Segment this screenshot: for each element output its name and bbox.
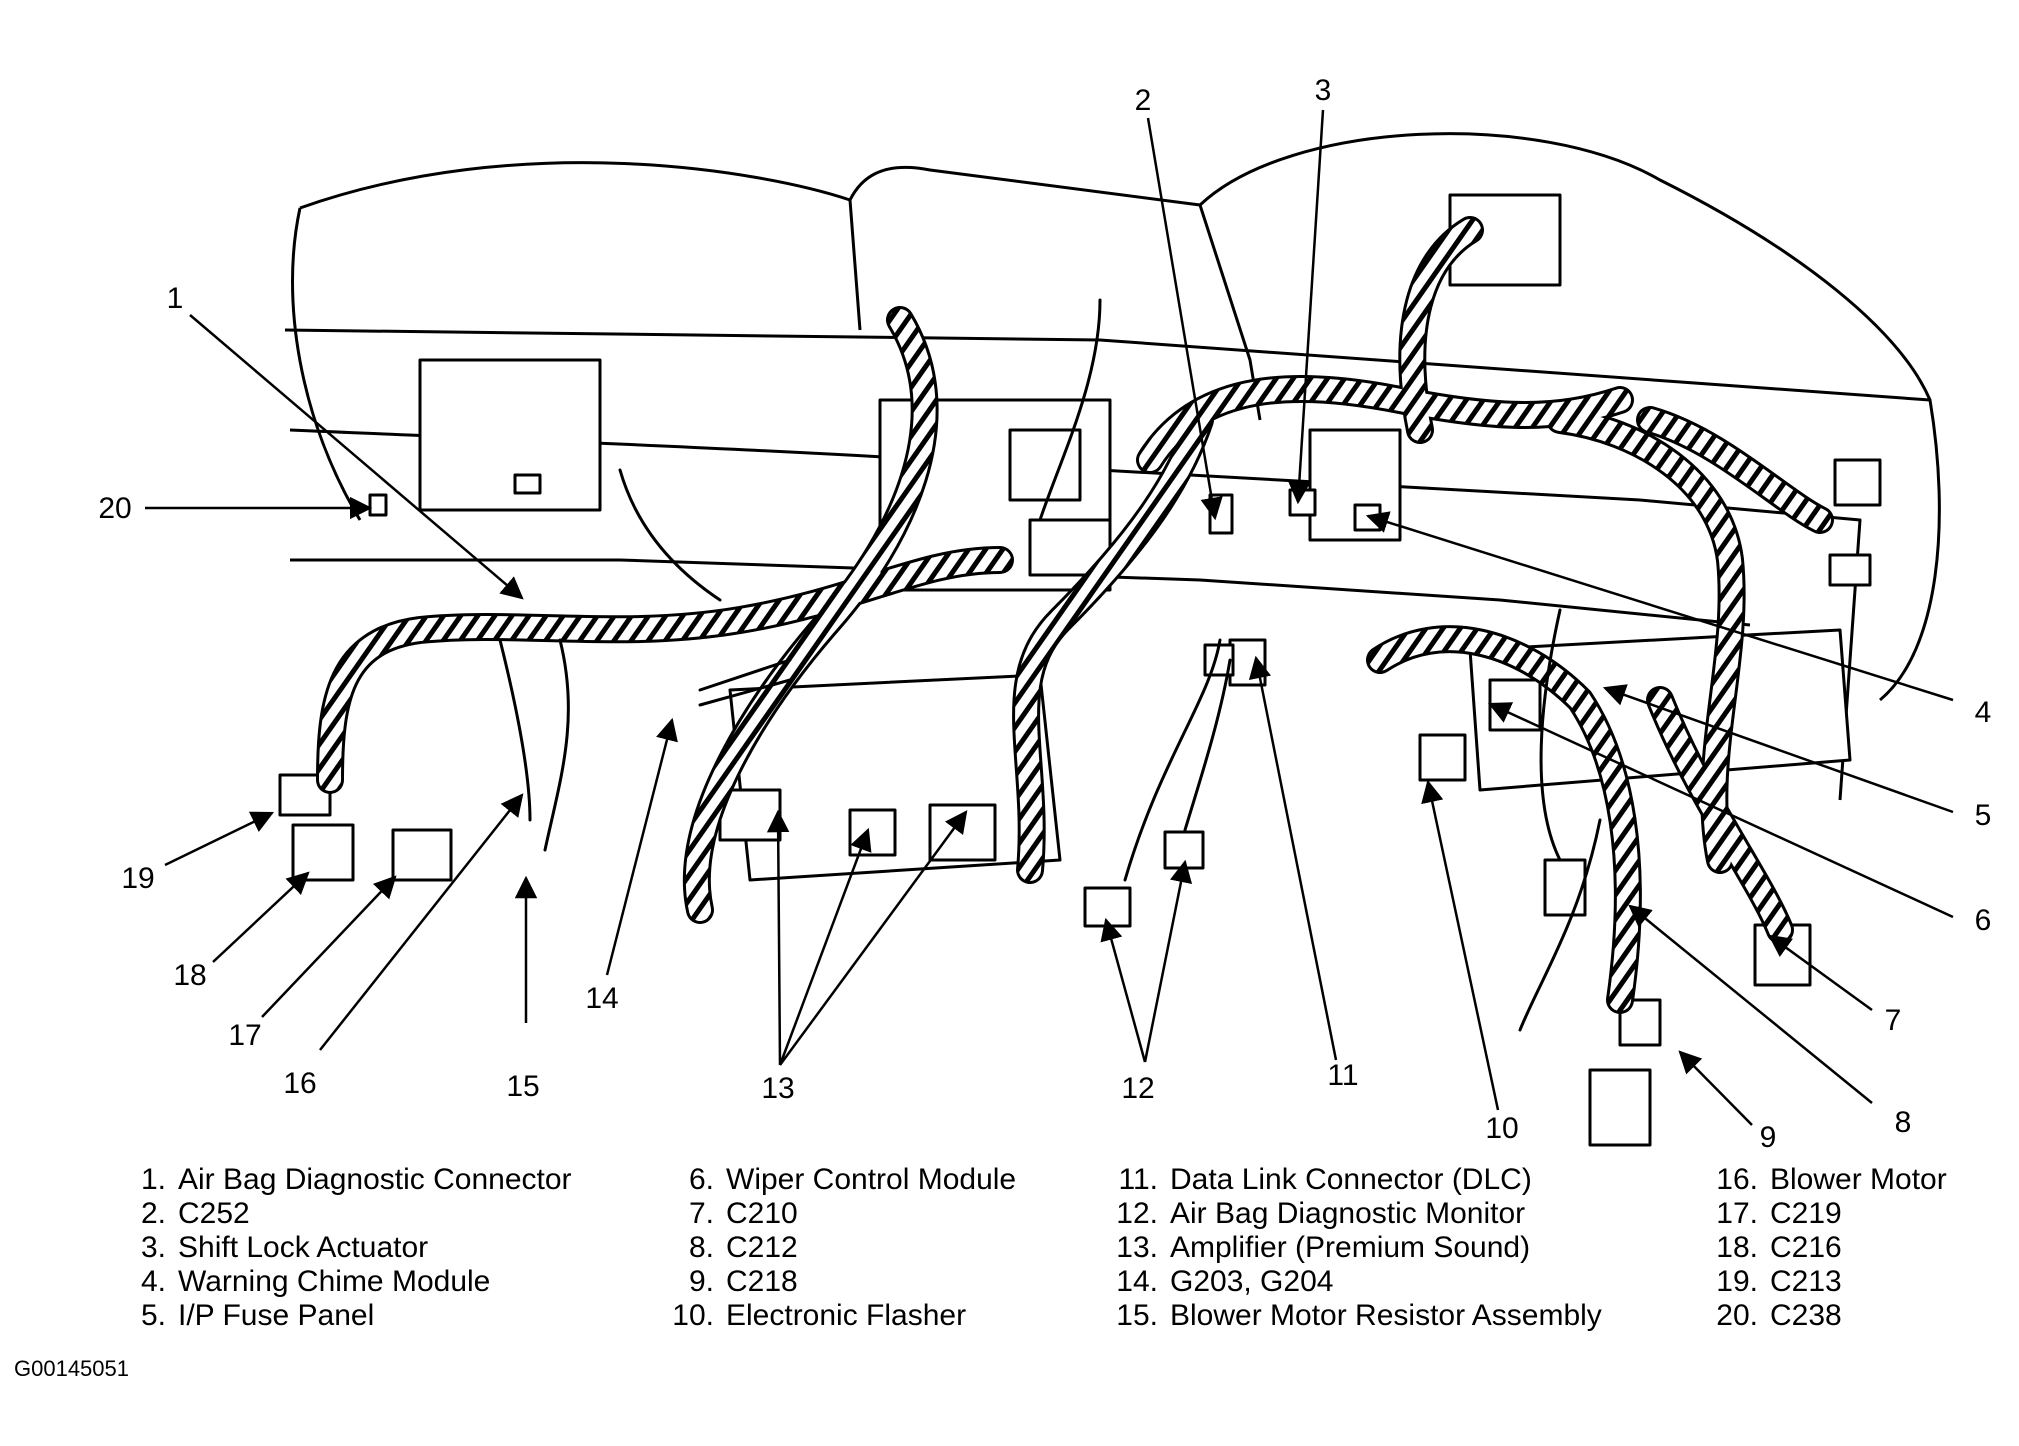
legend-item: 1. Air Bag Diagnostic Connector (120, 1163, 572, 1197)
modules-and-connectors (278, 193, 1882, 1147)
legend-item: 15. Blower Motor Resistor Assembly (1094, 1299, 1602, 1333)
legend-item: 16. Blower Motor (1694, 1163, 1947, 1197)
figure-id: G00145051 (14, 1356, 129, 1381)
legend-number: 16. (1716, 1163, 1758, 1196)
legend-item: 4. Warning Chime Module (120, 1265, 572, 1299)
callout-13: 13 (761, 1072, 794, 1105)
legend-number: 9. (688, 1265, 714, 1298)
legend-label: I/P Fuse Panel (178, 1299, 375, 1332)
callout-numbers: 1 2 3 4 5 6 7 8 9 10 11 12 13 14 15 16 1… (98, 74, 1991, 1154)
legend-column-4: 16.Blower Motor 17.C219 18.C216 19.C213 … (1694, 1163, 1947, 1333)
callout-3: 3 (1315, 74, 1332, 107)
legend-label: G203, G204 (1170, 1265, 1334, 1298)
legend-number: 11. (1118, 1163, 1158, 1196)
legend-number: 7. (688, 1197, 714, 1230)
legend-item: 6. Wiper Control Module (650, 1163, 1016, 1197)
legend-number: 19. (1716, 1265, 1758, 1298)
legend-number: 8. (688, 1231, 714, 1264)
callout-11: 11 (1327, 1059, 1358, 1092)
legend-number: 13. (1116, 1231, 1158, 1264)
callout-9: 9 (1760, 1121, 1777, 1154)
callout-14: 14 (585, 982, 618, 1015)
legend-number: 10. (672, 1299, 714, 1332)
legend-label: Electronic Flasher (726, 1299, 967, 1332)
legend-item: 8. C212 (650, 1231, 1016, 1265)
legend-item: 12. Air Bag Diagnostic Monitor (1094, 1197, 1602, 1231)
callout-16: 16 (283, 1067, 316, 1100)
legend-label: Warning Chime Module (178, 1265, 491, 1298)
legend-number: 3. (140, 1231, 166, 1264)
legend-label: Wiper Control Module (726, 1163, 1017, 1196)
callout-1: 1 (167, 282, 184, 315)
callout-2: 2 (1135, 84, 1152, 117)
legend-label: Blower Motor (1770, 1163, 1947, 1196)
legend-item: 17. C219 (1694, 1197, 1947, 1231)
legend-label: C216 (1770, 1231, 1842, 1264)
legend-number: 12. (1116, 1197, 1158, 1230)
legend-column-3: 11. Data Link Connector (DLC) 12. Air Bag … (1094, 1163, 1602, 1333)
legend-number: 1. (140, 1163, 166, 1196)
legend-label: Air Bag Diagnostic Monitor (1170, 1197, 1526, 1230)
legend-label: C219 (1770, 1197, 1842, 1230)
legend-number: 20. (1716, 1299, 1758, 1332)
legend-number: 6. (688, 1163, 714, 1196)
legend-column-2: 6. Wiper Control Module 7. C210 8. C212 9. C… (650, 1163, 1016, 1333)
legend-item: 19. C213 (1694, 1265, 1947, 1299)
callout-18: 18 (173, 959, 206, 992)
callout-5: 5 (1975, 799, 1992, 832)
wiring-harness (316, 216, 1834, 1032)
callout-10: 10 (1485, 1112, 1518, 1145)
legend-number: 14. (1116, 1265, 1158, 1298)
legend-column-1: 1. Air Bag Diagnostic Connector 2. C252 3.… (120, 1163, 572, 1333)
legend-label: C212 (726, 1231, 798, 1264)
legend-label: C238 (1770, 1299, 1842, 1332)
callout-6: 6 (1975, 904, 1992, 937)
legend-label: Data Link Connector (DLC) (1170, 1163, 1532, 1196)
legend-label: Amplifier (Premium Sound) (1170, 1231, 1531, 1264)
legend-label: Shift Lock Actuator (178, 1231, 429, 1264)
callout-12: 12 (1121, 1072, 1154, 1105)
legend-item: 2. C252 (120, 1197, 572, 1231)
legend-label: C210 (726, 1197, 798, 1230)
legend-item: 7. C210 (650, 1197, 1016, 1231)
callout-17: 17 (228, 1019, 261, 1052)
legend-item: 10. Electronic Flasher (650, 1299, 1016, 1333)
legend-number: 18. (1716, 1231, 1758, 1264)
legend-item: 3. Shift Lock Actuator (120, 1231, 572, 1265)
legend-label: C213 (1770, 1265, 1842, 1298)
legend-label: C252 (178, 1197, 250, 1230)
callout-4: 4 (1975, 696, 1992, 729)
callout-7: 7 (1885, 1004, 1902, 1037)
legend-number: 5. (140, 1299, 166, 1332)
callout-19: 19 (121, 862, 154, 895)
legend-label: C218 (726, 1265, 798, 1298)
legend-item: 13. Amplifier (Premium Sound) (1094, 1231, 1602, 1265)
legend-label: Blower Motor Resistor Assembly (1170, 1299, 1602, 1332)
legend-item: 11. Data Link Connector (DLC) (1094, 1163, 1602, 1197)
legend-number: 17. (1716, 1197, 1758, 1230)
legend-item: 9. C218 (650, 1265, 1016, 1299)
legend-number: 4. (140, 1265, 166, 1298)
callout-20: 20 (98, 492, 131, 525)
dashboard-outline (284, 132, 1941, 801)
legend-number: 2. (140, 1197, 166, 1230)
legend-item: 14. G203, G204 (1094, 1265, 1602, 1299)
callout-15: 15 (506, 1070, 539, 1103)
legend-label: Air Bag Diagnostic Connector (178, 1163, 572, 1196)
leader-lines (145, 109, 1954, 1126)
legend-item: 18. C216 (1694, 1231, 1947, 1265)
legend-item: 20. C238 (1694, 1299, 1947, 1333)
legend-number: 15. (1116, 1299, 1158, 1332)
legend-item: 5. I/P Fuse Panel (120, 1299, 572, 1333)
callout-8: 8 (1895, 1106, 1912, 1139)
